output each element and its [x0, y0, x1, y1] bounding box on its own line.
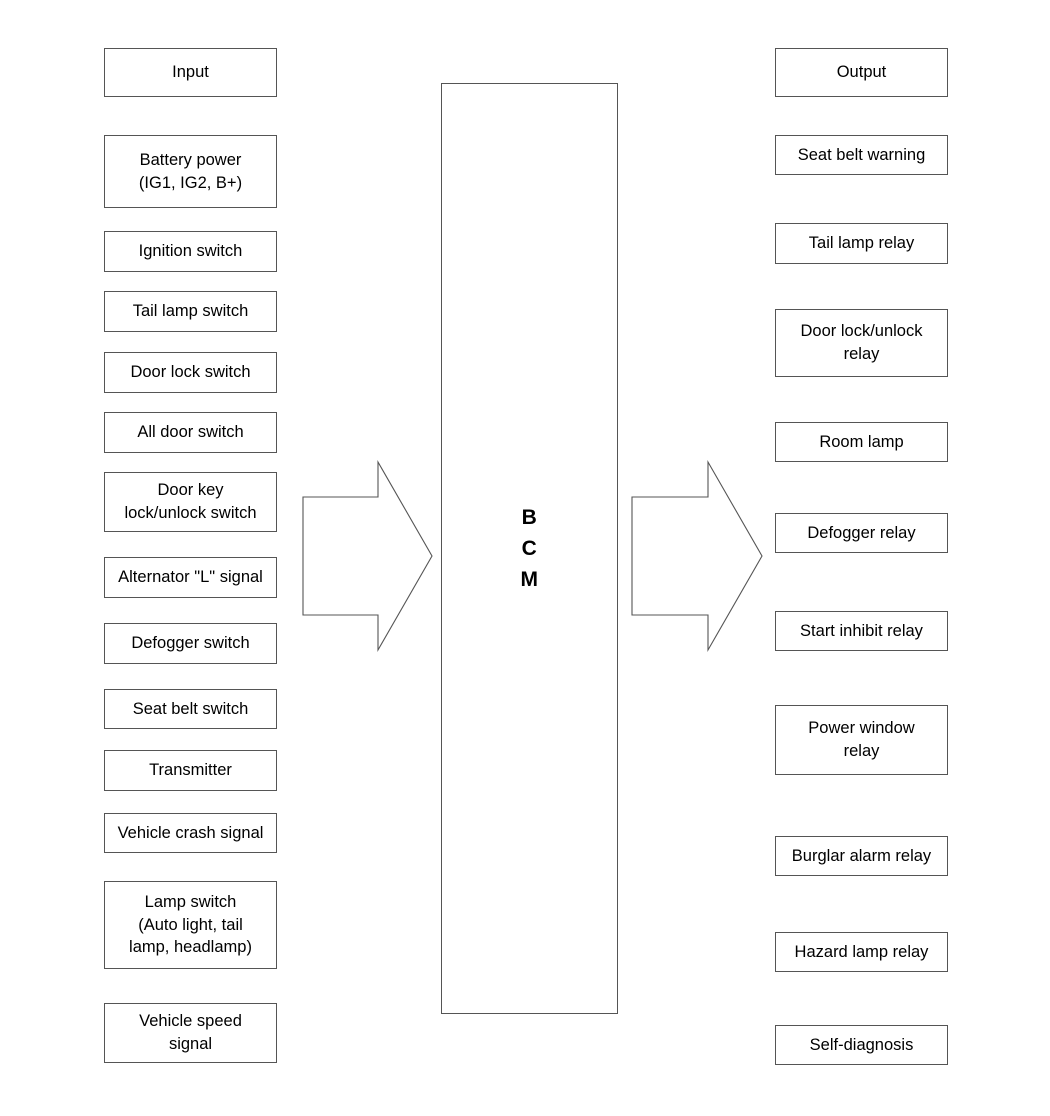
input-box-3: Tail lamp switch [104, 291, 277, 332]
output-box-2: Tail lamp relay [775, 223, 948, 264]
input-box-12: Lamp switch (Auto light, tail lamp, head… [104, 881, 277, 969]
input-box-1: Battery power (IG1, IG2, B+) [104, 135, 277, 208]
output-box-3: Door lock/unlock relay [775, 309, 948, 377]
output-box-7: Power window relay [775, 705, 948, 775]
output-column-header: Output [775, 48, 948, 97]
output-box-4: Room lamp [775, 422, 948, 462]
output-box-1: Seat belt warning [775, 135, 948, 175]
input-box-10: Transmitter [104, 750, 277, 791]
output-box-10: Self-diagnosis [775, 1025, 948, 1065]
input-box-5: All door switch [104, 412, 277, 453]
input-box-13: Vehicle speed signal [104, 1003, 277, 1063]
output-flow-arrow [631, 459, 763, 653]
input-box-4: Door lock switch [104, 352, 277, 393]
input-column-header: Input [104, 48, 277, 97]
input-box-8: Defogger switch [104, 623, 277, 664]
output-box-9: Hazard lamp relay [775, 932, 948, 972]
input-box-2: Ignition switch [104, 231, 277, 272]
bcm-module-label: B C M [520, 505, 539, 592]
output-box-6: Start inhibit relay [775, 611, 948, 651]
bcm-module-box: B C M [441, 83, 618, 1014]
input-flow-arrow [302, 459, 433, 653]
output-box-8: Burglar alarm relay [775, 836, 948, 876]
output-box-5: Defogger relay [775, 513, 948, 553]
input-box-7: Alternator "L" signal [104, 557, 277, 598]
input-box-11: Vehicle crash signal [104, 813, 277, 853]
input-arrow-shape [302, 459, 433, 653]
input-box-9: Seat belt switch [104, 689, 277, 729]
output-arrow-shape [631, 459, 763, 653]
input-box-6: Door key lock/unlock switch [104, 472, 277, 532]
